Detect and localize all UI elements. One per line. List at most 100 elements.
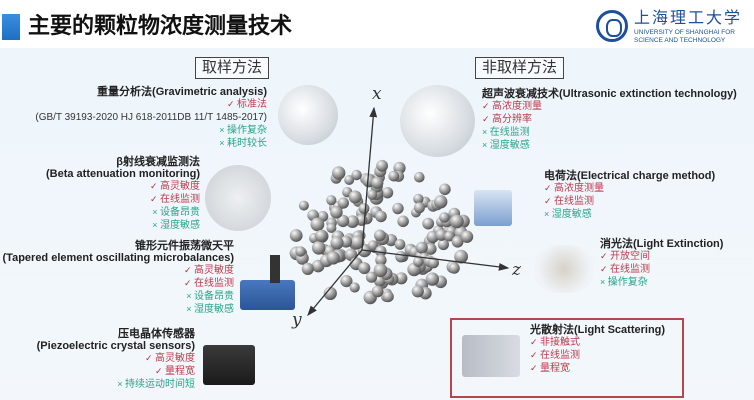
particle-sphere xyxy=(346,215,359,229)
pro-item: 量程宽 xyxy=(530,362,680,375)
pro-item: 高分辨率 xyxy=(482,113,748,126)
particle-sphere xyxy=(397,215,409,228)
particle-sphere xyxy=(289,229,303,242)
light-extinction-image xyxy=(535,245,593,293)
particle-sphere xyxy=(424,243,437,255)
con-item: 湿度敏感 xyxy=(544,208,750,221)
particle-sphere xyxy=(367,189,378,200)
particle-sphere xyxy=(336,214,350,228)
pro-item: 高浓度测量 xyxy=(482,100,748,113)
particle-sphere xyxy=(358,262,371,275)
particle-sphere xyxy=(451,235,464,248)
method-piezo: 压电晶体传感器 (Piezoelectric crystal sensors) … xyxy=(37,328,195,391)
method-teom: 锥形元件振荡微天平 (Tapered element oscillating m… xyxy=(3,240,234,316)
particle-sphere xyxy=(439,183,451,196)
pro-item: 在线监测 xyxy=(46,193,200,206)
particle-sphere xyxy=(301,262,314,275)
ultrasonic-device-image xyxy=(400,85,475,157)
particle-sphere xyxy=(375,210,387,223)
particle-sphere xyxy=(395,272,408,285)
pro-item: 高灵敏度 xyxy=(37,352,195,365)
page-title: 主要的颗粒物浓度测量技术 xyxy=(28,13,293,38)
method-light-scattering: 光散射法(Light Scattering) 非接触式 在线监测 量程宽 xyxy=(530,324,680,375)
particle-sphere xyxy=(358,203,370,214)
method-electrical: 电荷法(Electrical charge method) 高浓度测量 在线监测… xyxy=(544,170,750,221)
pro-item: 在线监测 xyxy=(3,277,234,290)
method-gravimetric: 重量分析法(Gravimetric analysis) 标准法 (GB/T 39… xyxy=(35,86,267,150)
con-item: 耗时较长 xyxy=(35,137,267,150)
y-axis-label: y xyxy=(292,310,302,330)
method-ultrasonic: 超声波衰减技术(Ultrasonic extinction technology… xyxy=(482,88,748,152)
particle-sphere xyxy=(367,240,378,251)
logo-text: 上海理工大学 xyxy=(634,8,743,27)
particle-sphere xyxy=(349,282,360,293)
con-item: 操作复杂 xyxy=(35,124,267,137)
particle-sphere xyxy=(326,251,340,265)
particle-sphere xyxy=(315,229,328,242)
beta-monitor-image xyxy=(205,165,271,231)
y-axis xyxy=(307,249,363,316)
light-scattering-highlight-box xyxy=(450,318,684,398)
z-axis-label: z xyxy=(512,260,521,280)
method-title-cn: 锥形元件振荡微天平 xyxy=(135,240,234,252)
con-item: 持续运动时间短 xyxy=(37,378,195,391)
method-title-en: (Piezoelectric crystal sensors) xyxy=(36,340,195,352)
particle-sphere xyxy=(460,230,474,243)
particle-sphere xyxy=(351,169,362,181)
con-item: 湿度敏感 xyxy=(46,219,200,232)
particle-sphere xyxy=(375,254,387,266)
method-title: 重量分析法(Gravimetric analysis) xyxy=(97,86,267,98)
particle-sphere xyxy=(371,285,384,298)
particle-sphere xyxy=(330,236,344,250)
method-title: 消光法(Light Extinction) xyxy=(600,238,724,250)
method-title-en: (Beta attenuation monitoring) xyxy=(46,168,200,180)
particle-sphere xyxy=(411,285,424,298)
particle-sphere xyxy=(382,291,394,303)
particle-sphere xyxy=(448,262,460,274)
pro-item: 高浓度测量 xyxy=(544,182,750,195)
light-scattering-device-image xyxy=(462,335,520,377)
con-item: 湿度敏感 xyxy=(482,139,748,152)
particle-sphere xyxy=(374,229,386,242)
particle-sphere xyxy=(310,217,325,232)
particle-sphere xyxy=(326,223,337,233)
particle-sphere xyxy=(444,231,455,242)
method-title-cn: 压电晶体传感器 xyxy=(118,328,195,340)
particle-sphere xyxy=(435,229,448,241)
method-title-cn: β射线衰减监测法 xyxy=(116,156,200,168)
university-seal-icon xyxy=(596,10,628,42)
method-title: 光散射法(Light Scattering) xyxy=(530,324,666,336)
pro-item: 标准法 xyxy=(35,98,267,111)
method-title: 电荷法(Electrical charge method) xyxy=(544,170,716,182)
particle-sphere xyxy=(428,257,439,269)
particle-sphere xyxy=(414,171,425,183)
teom-column xyxy=(270,255,280,283)
particle-sphere xyxy=(395,251,407,263)
particle-sphere xyxy=(340,275,353,288)
particle-sphere xyxy=(393,161,406,175)
particle-sphere xyxy=(330,206,343,219)
pro-item: 量程宽 xyxy=(37,365,195,378)
con-item: 湿度敏感 xyxy=(3,303,234,316)
university-logo: 上海理工大学 UNIVERSITY OF SHANGHAI FOR SCIENC… xyxy=(596,8,750,46)
standard-note: (GB/T 39193-2020 HJ 618-2011DB 11/T 1485… xyxy=(35,112,267,123)
gravimetric-device-image xyxy=(278,85,338,145)
particle-sphere xyxy=(437,238,449,251)
particle-sphere xyxy=(373,263,388,278)
con-item: 设备昂贵 xyxy=(3,290,234,303)
particle-sphere xyxy=(298,200,309,211)
con-item: 在线监测 xyxy=(482,126,748,139)
pro-item: 非接触式 xyxy=(530,336,680,349)
logo-subtext: UNIVERSITY OF SHANGHAI FOR SCIENCE AND T… xyxy=(634,29,736,44)
particle-sphere xyxy=(375,245,387,257)
particle-sphere xyxy=(392,202,404,215)
pro-item: 高灵敏度 xyxy=(46,180,200,193)
particle-sphere xyxy=(413,193,424,205)
method-beta: β射线衰减监测法 (Beta attenuation monitoring) 高… xyxy=(46,156,200,232)
particle-sphere xyxy=(376,159,388,172)
particle-sphere xyxy=(450,214,464,229)
pro-item: 在线监测 xyxy=(544,195,750,208)
method-light-extinction: 消光法(Light Extinction) 开放空间 在线监测 操作复杂 xyxy=(600,238,750,289)
teom-device-image xyxy=(240,280,295,310)
